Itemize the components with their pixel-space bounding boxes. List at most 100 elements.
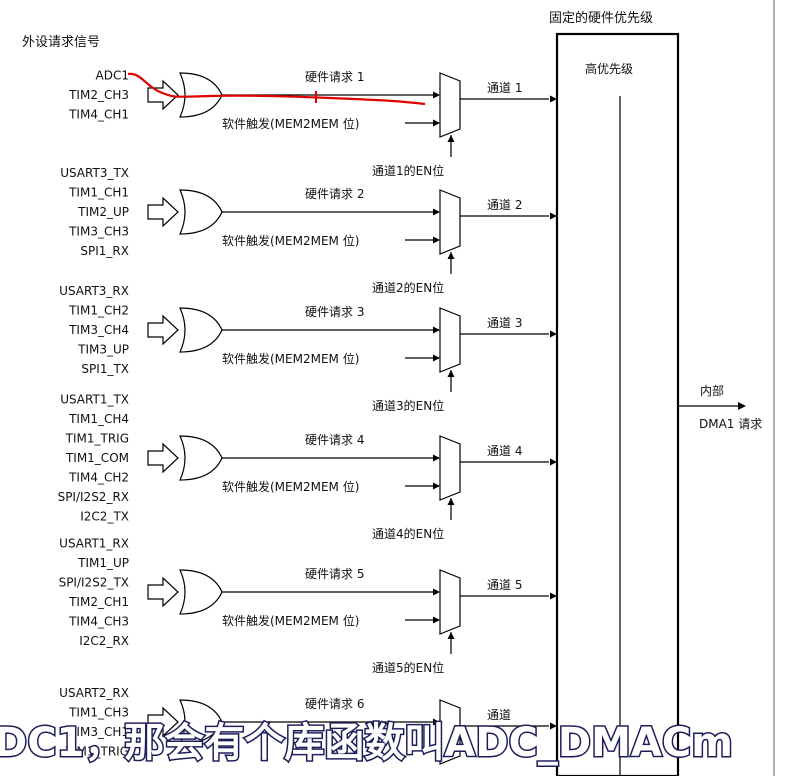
input-signal-label: USART1_RX xyxy=(59,536,129,550)
input-signal-label: I2C2_TX xyxy=(80,510,129,524)
input-signal-label: TIM4_CH2 xyxy=(68,471,129,485)
channel-output-arrowhead xyxy=(550,330,557,338)
video-subtitle: DC1，那会有个库函数叫ADC_DMACm xyxy=(0,720,733,766)
hardware-request-label: 硬件请求 1 xyxy=(305,70,364,84)
or-gate xyxy=(179,307,223,353)
enable-bit-label: 通道5的EN位 xyxy=(372,660,444,675)
enable-bit-label: 通道2的EN位 xyxy=(372,280,444,295)
or-gate xyxy=(179,189,223,235)
or-gate xyxy=(179,699,223,745)
channel-multiplexer xyxy=(439,72,461,138)
input-signal-label: SPI/I2S2_RX xyxy=(58,490,129,504)
hardware-request-arrowhead xyxy=(433,718,440,726)
software-trigger-arrowhead xyxy=(433,482,440,490)
hardware-request-arrowhead xyxy=(433,208,440,216)
input-bus-arrow xyxy=(147,442,179,474)
input-signal-label: USART2_RX xyxy=(59,686,129,700)
input-signal-label: TIM4_CH1 xyxy=(68,108,129,122)
hardware-request-arrowhead xyxy=(433,326,440,334)
input-signal-label: TIM1_UP xyxy=(77,556,129,570)
channel-output-label: 通道 4 xyxy=(487,444,522,458)
software-trigger-label: 软件触发(MEM2MEM 位) xyxy=(222,479,359,494)
software-trigger-arrowhead xyxy=(433,616,440,624)
channel-multiplexer xyxy=(439,307,461,373)
channel-output-arrowhead xyxy=(550,95,557,103)
channel-output-arrowhead xyxy=(550,722,557,730)
input-signal-label: TIM3_CH4 xyxy=(68,323,129,337)
input-bus-arrow xyxy=(147,706,179,738)
hardware-request-label: 硬件请求 3 xyxy=(305,305,364,319)
input-bus-arrow xyxy=(147,79,179,111)
channel-output-label: 通道 1 xyxy=(487,81,522,95)
enable-bit-arrowhead xyxy=(447,498,455,505)
input-bus-arrow xyxy=(147,314,179,346)
input-signal-label: TIM1_CH3 xyxy=(68,705,129,719)
hardware-request-label: 硬件请求 5 xyxy=(305,567,364,581)
hardware-request-arrowhead xyxy=(433,588,440,596)
software-trigger-arrowhead xyxy=(433,119,440,127)
channel-output-label: 通道 2 xyxy=(487,198,522,212)
channel-output-label: 通道 5 xyxy=(487,578,522,592)
input-signal-label: TIM2_CH3 xyxy=(68,88,129,102)
input-signal-label: TIM2_CH1 xyxy=(68,595,129,609)
channel-multiplexer xyxy=(439,435,461,501)
software-trigger-label: 软件触发(MEM2MEM 位) xyxy=(222,613,359,628)
input-signal-label: USART3_RX xyxy=(59,284,129,298)
input-signal-label: SPI1_RX xyxy=(80,244,129,258)
enable-bit-arrowhead xyxy=(447,370,455,377)
input-signal-label: USART3_TX xyxy=(60,166,129,180)
channel-output-label: 通道 xyxy=(487,708,511,722)
hardware-request-label: 硬件请求 2 xyxy=(305,187,364,201)
input-signal-label: TIM3_CH3 xyxy=(68,225,129,239)
hardware-request-label: 硬件请求 6 xyxy=(305,697,364,711)
input-signal-label: TIM1_CH4 xyxy=(68,412,129,426)
input-signal-label: TIM3_UP xyxy=(77,343,129,357)
input-signal-label: TIM1_CH1 xyxy=(68,186,129,200)
enable-bit-arrowhead xyxy=(447,135,455,142)
software-trigger-label: 软件触发(MEM2MEM 位) xyxy=(222,351,359,366)
or-gate xyxy=(179,435,223,481)
output-label-dma1: DMA1 请求 xyxy=(699,417,762,431)
enable-bit-label: 通道3的EN位 xyxy=(372,398,444,413)
input-signal-label: ADC1 xyxy=(96,69,129,83)
software-trigger-label: 软件触发(MEM2MEM 位) xyxy=(222,233,359,248)
hardware-request-arrowhead xyxy=(433,454,440,462)
output-label-internal: 内部 xyxy=(700,383,724,398)
red-annotation-stroke xyxy=(127,72,426,106)
priority-box xyxy=(555,32,680,776)
priority-label: 高优先级 xyxy=(585,61,633,76)
output-arrowhead xyxy=(738,402,746,410)
input-signal-label: SPI1_TX xyxy=(81,362,129,376)
software-trigger-arrowhead xyxy=(433,354,440,362)
channel-output-arrowhead xyxy=(550,592,557,600)
input-signal-label: TIM1_TRIG xyxy=(65,744,129,758)
enable-bit-label: 通道4的EN位 xyxy=(372,526,444,541)
channel-multiplexer xyxy=(439,569,461,635)
priority-box-title: 固定的硬件优先级 xyxy=(549,10,653,26)
channel-output-arrowhead xyxy=(550,458,557,466)
input-bus-arrow xyxy=(147,576,179,608)
enable-bit-label: 通道1的EN位 xyxy=(372,163,444,178)
input-signal-label: SPI/I2S2_TX xyxy=(59,575,129,589)
enable-bit-arrowhead xyxy=(447,632,455,639)
hardware-request-label: 硬件请求 4 xyxy=(305,433,364,447)
software-trigger-label: 软件触发(MEM2MEM 位) xyxy=(222,116,359,131)
input-signal-label: TIM4_CH3 xyxy=(68,614,129,628)
channel-output-arrowhead xyxy=(550,212,557,220)
peripheral-requests-title: 外设请求信号 xyxy=(22,35,100,50)
or-gate xyxy=(179,72,223,118)
channel-multiplexer xyxy=(439,189,461,255)
or-gate xyxy=(179,569,223,615)
input-signal-label: TIM1_COM xyxy=(65,451,129,465)
input-bus-arrow xyxy=(147,196,179,228)
software-trigger-arrowhead xyxy=(433,236,440,244)
input-signal-label: TIM2_UP xyxy=(77,205,129,219)
input-signal-label: TIM1_TRIG xyxy=(65,432,129,446)
hardware-request-arrowhead xyxy=(433,91,440,99)
input-signal-label: TIM1_CH2 xyxy=(68,304,129,318)
enable-bit-arrowhead xyxy=(447,252,455,259)
channel-output-label: 通道 3 xyxy=(487,316,522,330)
